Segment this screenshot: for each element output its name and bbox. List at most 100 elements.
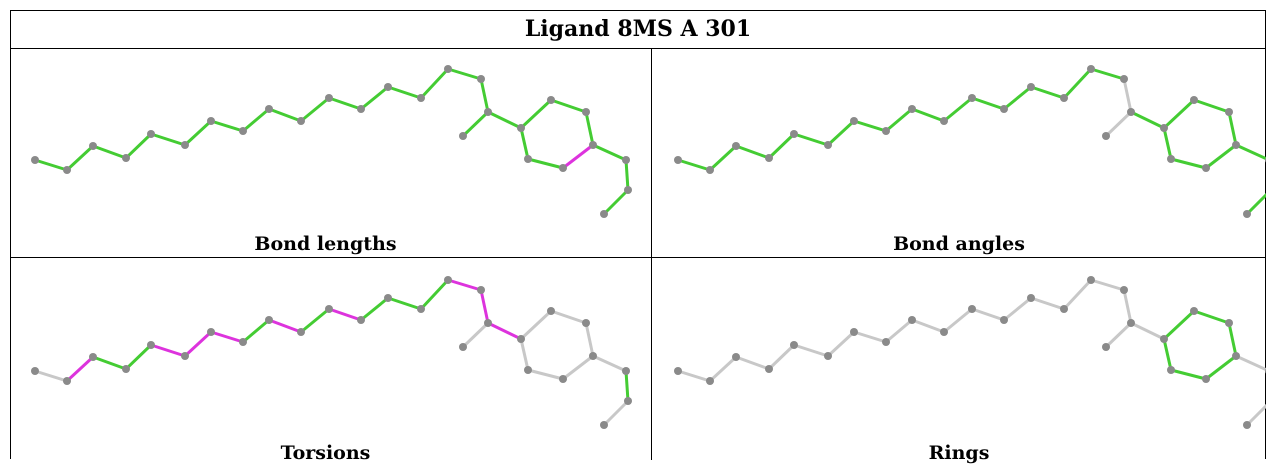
bond — [1162, 126, 1173, 161]
atom — [1102, 343, 1110, 351]
bond — [65, 144, 95, 172]
bond — [624, 158, 630, 192]
atom — [1087, 276, 1095, 284]
bond — [526, 368, 565, 381]
atom — [459, 132, 467, 140]
atom — [444, 65, 452, 73]
atom — [384, 294, 392, 302]
atom — [824, 141, 832, 149]
bond — [1002, 296, 1033, 322]
bond — [446, 67, 483, 81]
atom — [706, 166, 714, 174]
bond — [1204, 143, 1238, 170]
atom — [63, 166, 71, 174]
bond — [486, 110, 523, 130]
atom — [1000, 105, 1008, 113]
ligand-title: Ligand 8MS A 301 — [11, 11, 1265, 49]
bond — [419, 278, 450, 311]
atom — [1190, 307, 1198, 315]
molecule-bond-lengths — [31, 65, 632, 218]
atom — [147, 130, 155, 138]
bond — [1062, 278, 1093, 311]
bond — [419, 67, 450, 100]
atom — [239, 127, 247, 135]
atom — [940, 328, 948, 336]
bond — [852, 330, 888, 344]
atom — [1060, 94, 1068, 102]
atom — [674, 156, 682, 164]
bond — [1089, 278, 1126, 292]
atom — [459, 343, 467, 351]
panel-torsions: Torsions — [11, 258, 640, 466]
atom — [1202, 164, 1210, 172]
bond — [519, 309, 553, 341]
bond — [241, 107, 271, 133]
atom — [732, 353, 740, 361]
atom — [882, 338, 890, 346]
atom — [850, 117, 858, 125]
atom — [89, 142, 97, 150]
atom — [589, 141, 597, 149]
bond — [386, 296, 423, 311]
panel-bond-angles: Bond angles — [652, 49, 1266, 257]
atom — [147, 341, 155, 349]
bond — [792, 132, 830, 147]
bond — [183, 119, 213, 147]
atom — [765, 365, 773, 373]
bond — [942, 307, 974, 334]
atom — [1265, 368, 1266, 374]
atom — [297, 328, 305, 336]
bond — [708, 355, 738, 383]
bond — [149, 132, 187, 147]
bond — [1162, 309, 1196, 341]
atom — [1127, 319, 1135, 327]
atom — [1167, 155, 1175, 163]
bond — [676, 158, 712, 172]
ligand-report-table: Ligand 8MS A 301 Bond lengths Bond angle… — [10, 10, 1266, 464]
atom — [624, 397, 632, 405]
atom — [908, 316, 916, 324]
atom — [940, 117, 948, 125]
atom — [89, 353, 97, 361]
bond — [65, 355, 95, 383]
bond — [561, 143, 595, 170]
bond — [241, 318, 271, 344]
bond — [561, 354, 595, 381]
atom — [265, 316, 273, 324]
bond — [884, 318, 914, 344]
bond — [267, 107, 303, 123]
atom — [1102, 132, 1110, 140]
atom — [1160, 335, 1168, 343]
molecule-bond-angles — [674, 65, 1266, 218]
bond — [1245, 192, 1266, 216]
bond — [209, 119, 245, 133]
atom — [1243, 421, 1251, 429]
bond — [734, 144, 771, 160]
bond — [826, 330, 856, 358]
bond — [1245, 403, 1266, 427]
bond — [359, 85, 390, 111]
bond — [1227, 110, 1238, 147]
bond — [299, 96, 331, 123]
bond — [1162, 98, 1196, 130]
bond — [584, 110, 595, 147]
atom — [1225, 319, 1233, 327]
bond — [1192, 98, 1231, 114]
bond — [91, 355, 128, 371]
caption-rings: Rings — [928, 442, 990, 464]
bond — [124, 132, 153, 160]
bond — [1234, 143, 1266, 161]
atom — [181, 141, 189, 149]
atom — [325, 305, 333, 313]
bond — [519, 337, 530, 372]
bond — [91, 144, 128, 160]
atom — [1265, 157, 1266, 163]
atom — [547, 96, 555, 104]
panel-rings: Rings — [652, 258, 1266, 466]
bond — [1227, 321, 1238, 358]
bond — [1169, 157, 1208, 170]
atom — [1190, 96, 1198, 104]
atom — [1120, 286, 1128, 294]
atom — [850, 328, 858, 336]
atom — [517, 335, 525, 343]
